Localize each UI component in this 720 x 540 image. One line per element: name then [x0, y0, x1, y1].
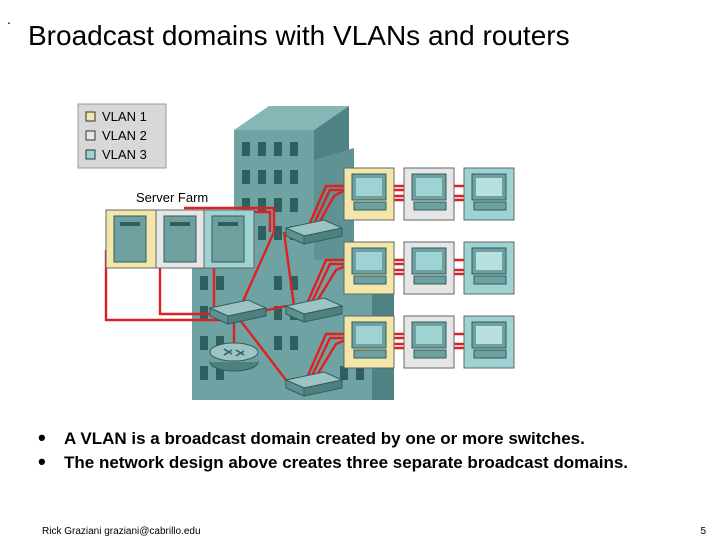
- network-diagram: VLAN 1 VLAN 2 VLAN 3 Server Farm: [77, 103, 515, 400]
- server-1: [105, 209, 157, 269]
- workstation: [463, 241, 515, 295]
- switch-middle-left: [208, 299, 268, 325]
- legend-swatch-vlan3: [85, 149, 96, 160]
- switch-middle-right: [284, 297, 344, 323]
- server-farm: [105, 209, 255, 269]
- footer-author: Rick Graziani graziani@cabrillo.edu: [42, 526, 201, 537]
- workstation: [463, 315, 515, 369]
- legend-label-vlan1: VLAN 1: [102, 109, 147, 124]
- bullet-marker: •: [38, 425, 46, 450]
- corner-mark: .: [7, 11, 11, 27]
- bullet-item: • A VLAN is a broadcast domain created by…: [38, 425, 698, 450]
- switch-top: [284, 219, 344, 245]
- workstations: [343, 167, 515, 369]
- workstation: [403, 315, 455, 369]
- server-farm-label: Server Farm: [136, 190, 208, 205]
- bullet-text: The network design above creates three s…: [64, 453, 629, 472]
- page-number: 5: [700, 526, 706, 537]
- switches: [208, 219, 344, 397]
- server-3: [203, 209, 255, 269]
- bullet-marker: •: [38, 449, 46, 474]
- legend-label-vlan3: VLAN 3: [102, 147, 147, 162]
- slide-title: Broadcast domains with VLANs and routers: [28, 20, 570, 51]
- workstation: [343, 241, 395, 295]
- bullet-item: • The network design above creates three …: [38, 449, 698, 474]
- vlan-legend: VLAN 1 VLAN 2 VLAN 3: [77, 103, 167, 169]
- legend-swatch-vlan1: [85, 111, 96, 122]
- legend-swatch-vlan2: [85, 130, 96, 141]
- workstation: [403, 167, 455, 221]
- legend-label-vlan2: VLAN 2: [102, 128, 147, 143]
- workstation: [343, 315, 395, 369]
- bullet-text: A VLAN is a broadcast domain created by …: [64, 429, 585, 448]
- workstation: [343, 167, 395, 221]
- router: [209, 342, 259, 372]
- workstation: [463, 167, 515, 221]
- server-2: [155, 209, 205, 269]
- workstation: [403, 241, 455, 295]
- bullet-list: • A VLAN is a broadcast domain created by…: [38, 425, 698, 476]
- switch-bottom: [284, 371, 344, 397]
